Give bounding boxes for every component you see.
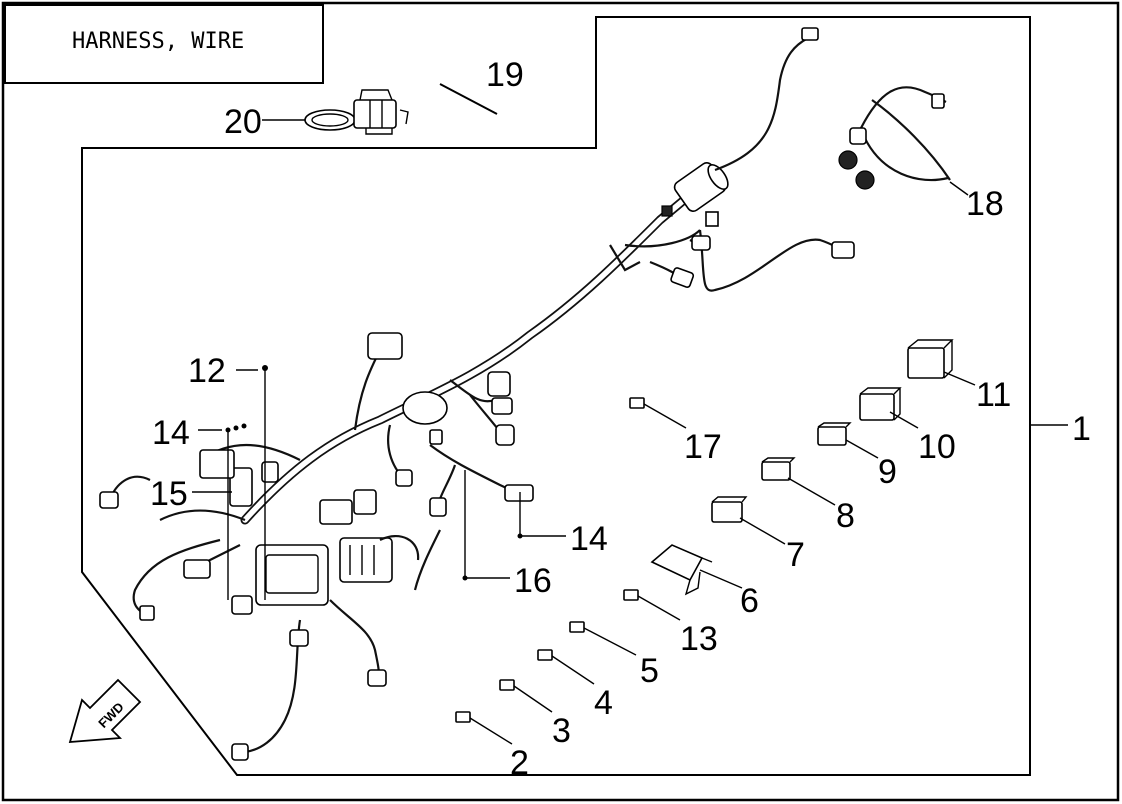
assembly-outline [81, 16, 1031, 776]
callout-1: 1 [1072, 410, 1091, 448]
fuse-part-2 [455, 711, 471, 723]
relay-part-10 [859, 387, 902, 421]
fuse-part-7 [711, 496, 748, 523]
diagram-title: HARNESS, WIRE [72, 29, 244, 54]
fuse-part-5 [569, 621, 585, 633]
callout-4: 4 [594, 684, 613, 722]
fuse-part-17 [629, 397, 645, 409]
callout-6: 6 [740, 582, 759, 620]
fuse-part-4 [537, 649, 553, 661]
callout-15: 15 [150, 475, 188, 513]
cable-tie-part-19 [439, 83, 498, 115]
callout-20: 20 [224, 103, 262, 141]
callout-16: 16 [514, 562, 552, 600]
callout-8: 8 [836, 497, 855, 535]
relay-part-11 [907, 339, 954, 379]
fuse-part-13 [623, 589, 639, 601]
callout-12: 12 [188, 352, 226, 390]
callout-18: 18 [966, 185, 1004, 223]
callout-5: 5 [640, 652, 659, 690]
fuse-part-3 [499, 679, 515, 691]
sub-harness-part-18 [838, 86, 951, 190]
forward-arrow-icon: FWD [68, 678, 142, 744]
fuse-holder-part-6 [650, 544, 713, 596]
callout-17: 17 [684, 428, 722, 466]
callout-19: 19 [486, 56, 524, 94]
band-clip-part-20 [304, 89, 409, 135]
fuse-part-8 [761, 457, 796, 481]
wire-harness-part-1 [99, 27, 855, 761]
callout-13: 13 [680, 620, 718, 658]
callout-11: 11 [976, 376, 1011, 414]
title-box: HARNESS, WIRE [4, 4, 324, 84]
callout-2: 2 [510, 744, 529, 782]
callout-3: 3 [552, 712, 571, 750]
fuse-part-9 [817, 422, 852, 446]
callout-10: 10 [918, 428, 956, 466]
callout-14-right: 14 [570, 520, 608, 558]
callout-7: 7 [786, 536, 805, 574]
callout-9: 9 [878, 453, 897, 491]
callout-14-left: 14 [152, 414, 190, 452]
